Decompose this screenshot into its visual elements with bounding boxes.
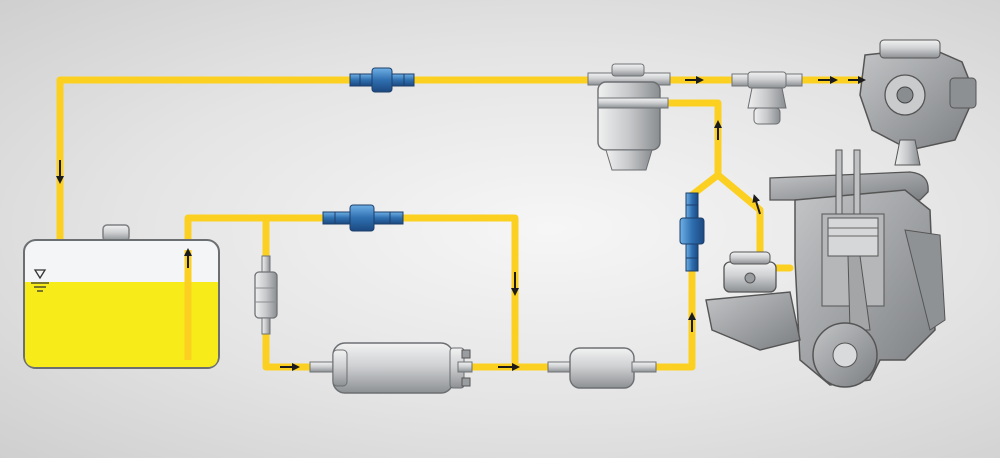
exhaust-valve: [853, 149, 861, 215]
liquid-level-symbol: [31, 269, 49, 292]
mechanical-fuel-pump: [705, 251, 801, 351]
return-check-valve: [349, 67, 415, 93]
main-fuel-filter: [547, 347, 657, 389]
electric-fuel-pump: [309, 342, 473, 394]
flow-arrow-branch-up: [752, 194, 761, 215]
fuel-pressure-regulator: [587, 63, 671, 171]
engine-block: [769, 149, 946, 388]
intake-valve: [835, 149, 843, 215]
fuel-line-return: [56, 76, 609, 256]
tank-filler-cap: [102, 224, 130, 242]
carburetor: [859, 39, 977, 166]
fuel-injector-valve: [731, 71, 803, 125]
injector-check-valve: [679, 192, 705, 272]
fuel-line-regulator-branch: [658, 99, 722, 179]
inline-pre-filter: [254, 255, 278, 335]
piston: [827, 217, 879, 257]
fuel-tank: [23, 224, 220, 369]
bypass-check-valve: [322, 204, 404, 232]
